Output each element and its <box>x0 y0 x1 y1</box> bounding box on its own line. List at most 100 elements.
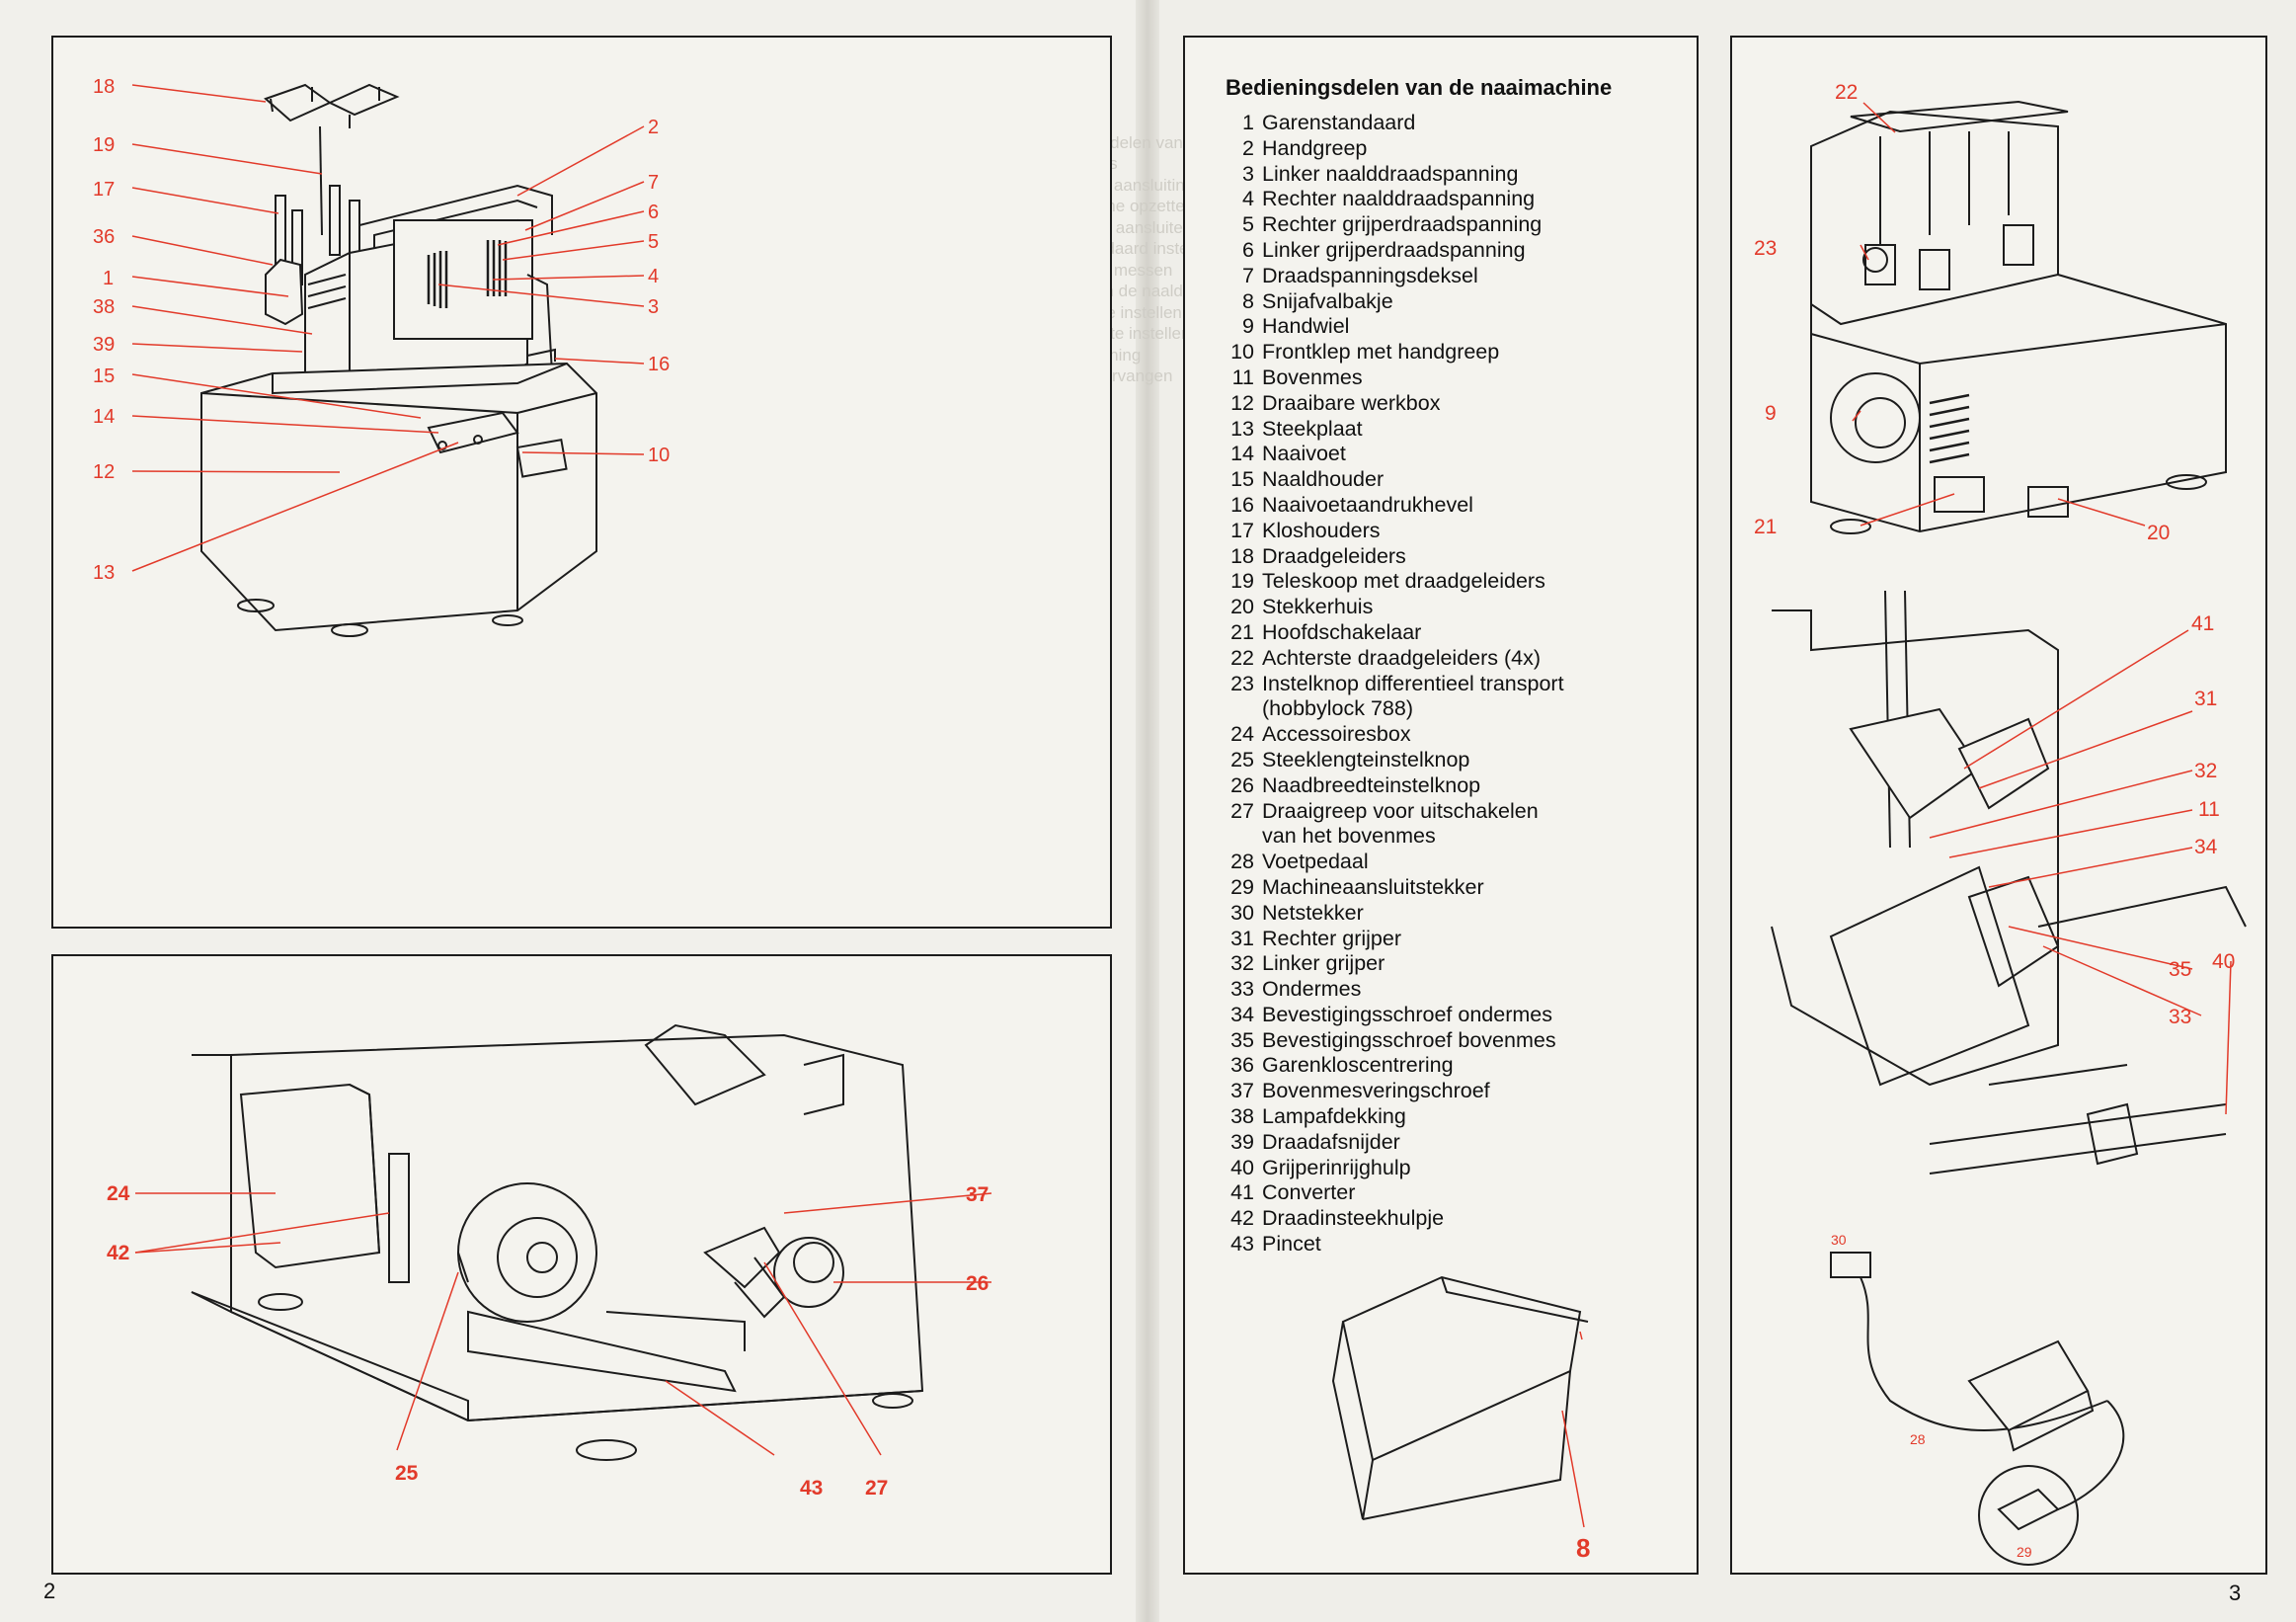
parts-list-item: 10 Frontklep met handgreep <box>1221 340 1564 365</box>
callout-1: 1 <box>103 268 114 289</box>
callout-15: 15 <box>93 365 115 387</box>
parts-list-number: 4 <box>1242 187 1254 211</box>
callout-33: 33 <box>2169 1006 2191 1028</box>
callout-41: 41 <box>2191 612 2214 635</box>
parts-list-number: 43 <box>1230 1232 1254 1257</box>
parts-list-label: Garenkloscentrering <box>1262 1053 1454 1078</box>
callout-28: 28 <box>1910 1431 1926 1447</box>
parts-list-label: Draadspanningsdeksel <box>1262 263 1478 287</box>
parts-list-item: 2 Handgreep <box>1221 136 1564 162</box>
binding-gutter <box>1136 0 1159 1622</box>
parts-list-label: Draaigreep voor uitschakelen <box>1262 798 1539 823</box>
callout-40: 40 <box>2212 950 2235 973</box>
parts-list-number: 12 <box>1230 390 1254 415</box>
parts-list-label: Linker naalddraadspanning <box>1262 161 1519 186</box>
parts-list-label: Stekkerhuis <box>1262 595 1374 619</box>
callout-38: 38 <box>93 296 115 318</box>
parts-list-number: 32 <box>1230 951 1254 976</box>
parts-list-label: Ondermes <box>1262 977 1362 1002</box>
parts-list-number: 38 <box>1230 1104 1254 1129</box>
parts-list-label: Bovenmesveringschroef <box>1262 1079 1490 1103</box>
parts-list-label: Handwiel <box>1262 314 1350 339</box>
parts-list-label: Naaivoet <box>1262 442 1346 466</box>
callout-18: 18 <box>93 76 115 98</box>
parts-list-label: Netstekker <box>1262 900 1364 925</box>
parts-list-label: Draadgeleiders <box>1262 543 1406 568</box>
callout-4: 4 <box>648 266 659 287</box>
parts-list-item: 38 Lampafdekking <box>1221 1104 1564 1130</box>
parts-list-label: Frontklep met handgreep <box>1262 340 1500 365</box>
parts-list-number: 33 <box>1230 977 1254 1002</box>
parts-list-number: 23 <box>1230 671 1254 695</box>
parts-list-number: 2 <box>1242 135 1254 160</box>
callout-14: 14 <box>93 406 115 428</box>
parts-list-label: Instelknop differentieel transport <box>1262 671 1564 695</box>
parts-list-label: Bevestigingsschroef ondermes <box>1262 1002 1552 1026</box>
parts-list-title: Bedieningsdelen van de naaimachine <box>1226 75 1613 100</box>
callout-43: 43 <box>800 1477 823 1500</box>
parts-list-number: 21 <box>1230 619 1254 644</box>
parts-list-number: 19 <box>1230 569 1254 594</box>
callout-31: 31 <box>2194 688 2217 710</box>
callout-10: 10 <box>648 445 670 466</box>
callout-3: 3 <box>648 296 659 318</box>
callout-labels-main: 18 19 17 36 1 38 39 15 14 12 13 2 7 6 5 … <box>93 76 670 584</box>
parts-list-item: 7 Draadspanningsdeksel <box>1221 264 1564 289</box>
callout-29: 29 <box>2017 1544 2032 1560</box>
parts-list-label: Handgreep <box>1262 135 1368 160</box>
callout-7: 7 <box>648 172 659 194</box>
parts-list-number: 7 <box>1242 263 1254 287</box>
parts-list-number: 20 <box>1230 595 1254 619</box>
parts-list-number: 36 <box>1230 1053 1254 1078</box>
callout-16: 16 <box>648 354 670 375</box>
parts-list-label: Naaldhouder <box>1262 467 1385 492</box>
work-box-illustration: 24 42 25 43 27 26 37 <box>107 1023 992 1500</box>
parts-list-label: Draaibare werkbox <box>1262 390 1441 415</box>
parts-list-number: 9 <box>1242 314 1254 339</box>
parts-list-item: 23 Instelknop differentieel transport(hob… <box>1221 672 1564 723</box>
callout-25: 25 <box>395 1462 419 1485</box>
parts-list-label-continued: (hobbylock 788) <box>1262 696 1413 721</box>
parts-list-item: 9 Handwiel <box>1221 314 1564 340</box>
parts-list-label: Draadinsteekhulpje <box>1262 1206 1445 1231</box>
callout-26: 26 <box>966 1272 989 1295</box>
callout-21: 21 <box>1754 516 1777 538</box>
parts-list-number: 11 <box>1231 365 1254 389</box>
figure-rear-and-loopers: 22 23 9 21 20 41 31 32 11 34 35 40 33 30… <box>1730 36 2267 1575</box>
parts-list-number: 31 <box>1230 926 1254 950</box>
parts-list-number: 27 <box>1230 798 1254 823</box>
parts-list-label: Grijperinrijghulp <box>1262 1155 1411 1179</box>
parts-list-label: Rechter naalddraadspanning <box>1262 187 1536 211</box>
parts-list-number: 13 <box>1230 416 1254 441</box>
callout-23: 23 <box>1754 237 1777 260</box>
parts-list-label: Steeklengteinstelknop <box>1262 747 1470 771</box>
parts-list-number: 10 <box>1230 340 1254 365</box>
callout-8: 8 <box>1576 1533 1590 1563</box>
parts-list-number: 39 <box>1230 1129 1254 1154</box>
parts-list-label-continued: van het bovenmes <box>1262 824 1436 849</box>
rear-looper-illustration: 22 23 9 21 20 41 31 32 11 34 35 40 33 30… <box>1754 81 2247 1566</box>
parts-list-label: Lampafdekking <box>1262 1104 1406 1129</box>
callout-22: 22 <box>1835 81 1858 104</box>
